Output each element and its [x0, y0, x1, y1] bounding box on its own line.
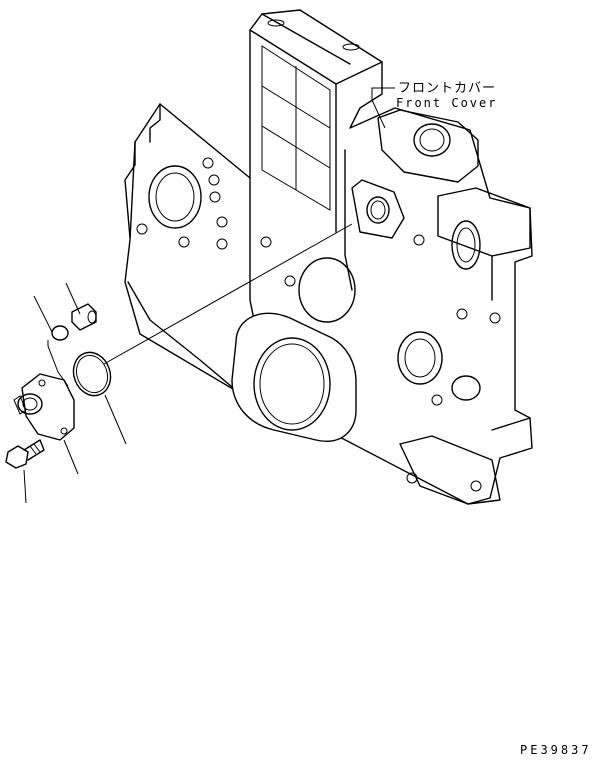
- tensioner-callout-line: [63, 439, 79, 475]
- leader-lines: [23, 87, 395, 504]
- oring-callout-line: [104, 394, 127, 445]
- washer: [51, 325, 69, 341]
- o-ring: [72, 351, 112, 397]
- drawing-number: PE39837: [520, 743, 592, 757]
- oring-leader: [103, 223, 353, 365]
- part-name-japanese: フロントカバー: [398, 81, 497, 96]
- plug-assembly-bracket: [47, 340, 69, 387]
- cover-label-leader: [371, 87, 395, 129]
- bolt-callout-line: [23, 469, 27, 504]
- part-name-english: Front Cover: [396, 96, 498, 110]
- plug: [71, 303, 97, 331]
- tensioner-plunger-housing: [13, 373, 75, 441]
- bolt: [5, 439, 45, 469]
- front-cover-housing: [124, 9, 533, 505]
- washer-callout-line: [33, 295, 53, 333]
